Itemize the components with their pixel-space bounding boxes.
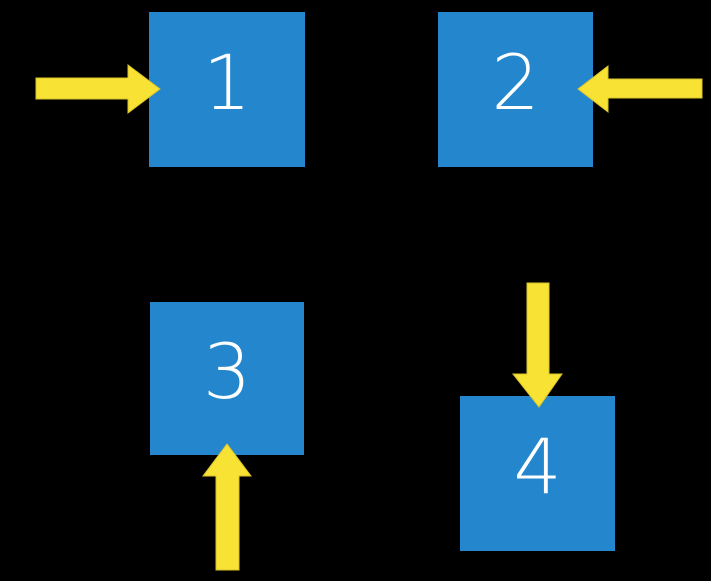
square-4: 4 <box>460 396 615 551</box>
square-3-label: 3 <box>202 326 252 416</box>
square-4-label: 4 <box>513 421 562 511</box>
down-arrow-icon <box>511 282 563 408</box>
left-arrow-icon <box>577 64 703 114</box>
square-2-label: 2 <box>491 37 540 127</box>
right-arrow-icon <box>35 64 161 114</box>
square-2: 2 <box>438 12 593 167</box>
square-3: 3 <box>150 302 304 455</box>
square-1: 1 <box>149 12 305 167</box>
square-1-label: 1 <box>202 37 252 127</box>
up-arrow-icon <box>202 443 252 571</box>
